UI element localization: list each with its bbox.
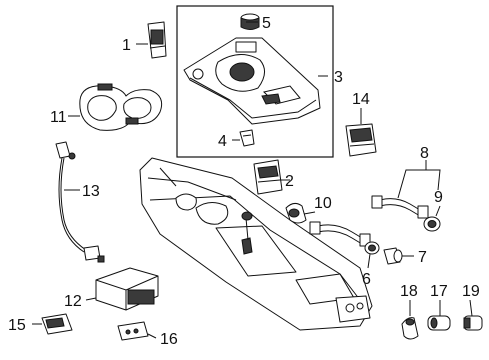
callout-6: 6 <box>362 271 371 288</box>
callout-12: 12 <box>64 293 82 310</box>
leader-lines <box>32 21 473 339</box>
part-10-socket <box>285 202 307 224</box>
part-16-connector <box>117 321 149 341</box>
callout-2: 2 <box>285 173 294 190</box>
shifter-inset-box <box>176 5 334 158</box>
part-9-socket <box>423 216 441 232</box>
callout-11: 11 <box>50 109 67 126</box>
part-7-plug <box>383 247 403 265</box>
callout-5: 5 <box>262 15 271 32</box>
callout-8: 8 <box>420 145 429 162</box>
callout-1: 1 <box>122 37 131 54</box>
part-8-harness-lower <box>309 221 371 247</box>
part-5-cap <box>240 13 260 30</box>
part-3-shifter-bezel <box>183 37 321 125</box>
part-1-connector <box>147 21 167 59</box>
part-8-harness-upper <box>371 195 429 219</box>
part-14-switch <box>345 123 377 157</box>
part-17-bulb <box>427 315 451 331</box>
part-12-module <box>95 267 159 311</box>
center-console <box>139 157 373 331</box>
callout-14: 14 <box>352 91 370 108</box>
callout-17: 17 <box>430 283 448 300</box>
part-19-bulb <box>463 315 483 331</box>
part-11-cupholder-ring <box>79 83 163 131</box>
part-13-cable <box>55 141 105 263</box>
callout-3: 3 <box>334 69 343 86</box>
part-15-connector <box>41 313 73 335</box>
callout-18: 18 <box>400 283 418 300</box>
part-6-socket <box>364 241 380 255</box>
part-18-bulb <box>401 317 419 340</box>
callout-15: 15 <box>8 317 26 334</box>
callout-7: 7 <box>418 249 427 266</box>
callout-4: 4 <box>218 133 227 150</box>
part-4-clip <box>239 129 255 147</box>
callout-10: 10 <box>314 195 332 212</box>
part-2-switch <box>253 159 283 195</box>
callout-13: 13 <box>82 183 100 200</box>
callout-19: 19 <box>462 283 480 300</box>
callout-16: 16 <box>160 331 178 348</box>
callout-9: 9 <box>434 189 443 206</box>
